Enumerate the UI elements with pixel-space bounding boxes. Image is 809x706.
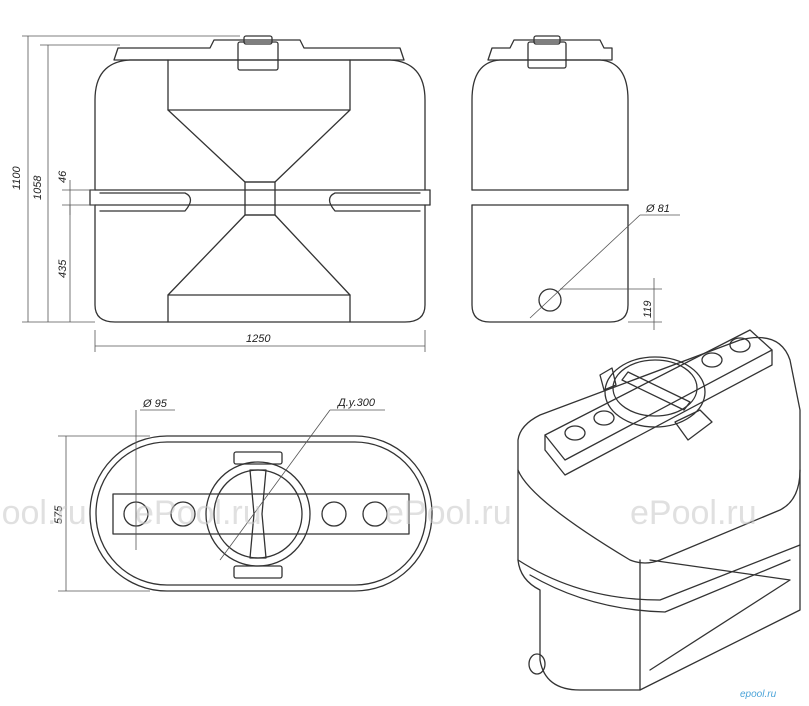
brand-logo: epool.ru xyxy=(740,689,777,700)
dim-outlet-height: 119 xyxy=(642,300,654,318)
isometric-view xyxy=(517,329,801,691)
dim-height-body: 1058 xyxy=(32,175,44,200)
top-dimensions: Ø 95 Д.у.300 575 xyxy=(53,397,385,592)
watermark-3: ePool.ru xyxy=(385,494,512,532)
dim-height-total: 1100 xyxy=(11,165,23,190)
dim-port-diameter: Ø 95 xyxy=(142,398,168,410)
side-view xyxy=(471,35,629,323)
watermarks: ePool.ru ePool.ru ePool.ru ePool.ru xyxy=(0,494,757,532)
dim-width: 1250 xyxy=(246,333,271,345)
top-view xyxy=(89,435,433,592)
front-dimensions: 1100 1058 46 435 1250 xyxy=(11,35,426,352)
side-dimensions: Ø 81 119 xyxy=(529,203,680,330)
dim-band-position: 435 xyxy=(57,259,69,278)
watermark-1: ePool.ru xyxy=(0,494,87,532)
front-view xyxy=(89,35,431,323)
dim-band-height: 46 xyxy=(57,170,69,183)
watermark-4: ePool.ru xyxy=(630,494,757,532)
dim-outlet-diameter: Ø 81 xyxy=(645,203,670,215)
dim-hatch: Д.у.300 xyxy=(336,397,376,409)
dim-depth: 575 xyxy=(53,505,65,524)
outlet-circle xyxy=(538,288,562,312)
watermark-2: ePool.ru xyxy=(135,494,262,532)
